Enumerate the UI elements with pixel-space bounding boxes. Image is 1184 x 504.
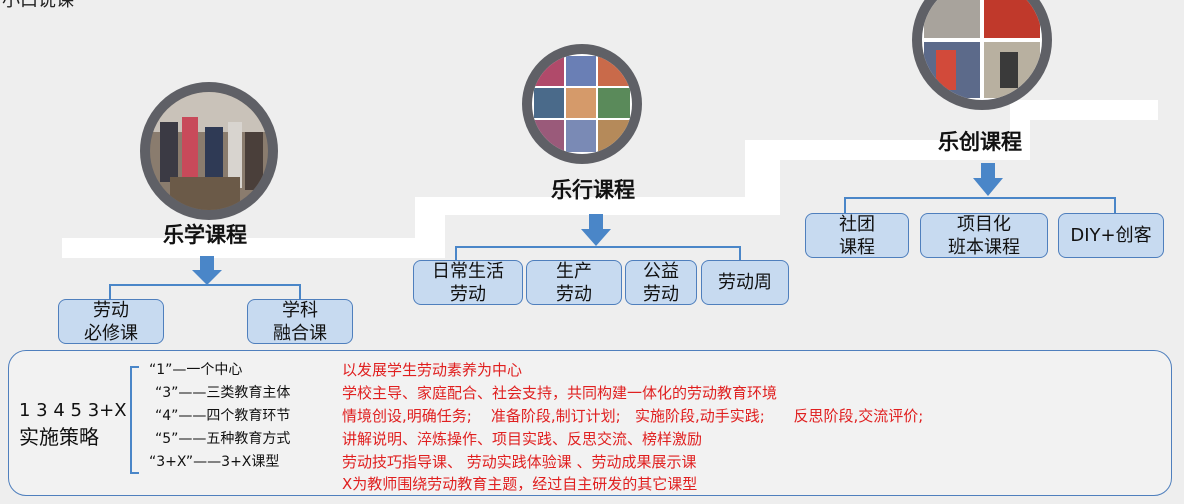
course-box-public-welfare-labor: 公益 劳动 xyxy=(625,260,697,305)
strategy-row-1-key: “1”—一个中心 xyxy=(149,362,243,378)
course-box-project-class: 项目化 班本课程 xyxy=(920,213,1048,258)
course-title-3: 乐创课程 xyxy=(938,130,1022,154)
strategy-panel: 1 3 4 5 3+X 实施策略 “1”—一个中心 以发展学生劳动素养为中心 “… xyxy=(8,350,1172,496)
connector-group-1 xyxy=(109,284,301,300)
connector-group-3 xyxy=(844,197,1116,215)
photo-circle-2 xyxy=(522,44,642,164)
photo-circle-3 xyxy=(912,0,1052,110)
strategy-row-2-key: “3”——三类教育主体 xyxy=(155,385,291,401)
down-arrow-2 xyxy=(581,214,611,246)
strategy-row-5-desc: 劳动技巧指导课、 劳动实践体验课 、劳动成果展示课 xyxy=(342,453,697,471)
photo-circle-1 xyxy=(140,82,278,220)
strategy-row-1-desc: 以发展学生劳动素养为中心 xyxy=(342,361,523,379)
course-box-production-labor: 生产 劳动 xyxy=(526,260,622,305)
strategy-row-3-key: “4”——四个教育环节 xyxy=(155,408,291,424)
strategy-row-4-desc: 讲解说明、淬炼操作、项目实践、反思交流、榜样激励 xyxy=(342,430,703,448)
course-box-diy-maker: DIY+创客 xyxy=(1058,213,1164,258)
strategy-label-numbers: 1 3 4 5 3+X xyxy=(19,400,127,421)
connector-group-2 xyxy=(455,246,741,262)
staircase-shape xyxy=(62,100,1158,258)
strategy-row-4-key: “5”——五种教育方式 xyxy=(155,431,291,447)
course-box-club: 社团 课程 xyxy=(805,213,909,258)
course-box-labor-required: 劳动 必修课 xyxy=(58,299,164,344)
course-title-2: 乐行课程 xyxy=(551,178,635,202)
strategy-row-5-key: “3+X”——3+X课型 xyxy=(149,454,280,470)
strategy-row-2-desc: 学校主导、家庭配合、社会支持，共同构建一体化的劳动教育环境 xyxy=(342,384,778,402)
header-fragment: 小口说课 xyxy=(2,0,74,11)
strategy-row-3-desc: 情境创设,明确任务; 准备阶段,制订计划; 实施阶段,动手实践; 反思阶段,交流… xyxy=(342,407,924,425)
strategy-label-title: 实施策略 xyxy=(19,425,99,449)
course-box-subject-fusion: 学科 融合课 xyxy=(247,299,353,344)
down-arrow-3 xyxy=(973,163,1003,196)
course-box-labor-week: 劳动周 xyxy=(701,260,789,305)
course-box-daily-life-labor: 日常生活 劳动 xyxy=(413,260,523,305)
strategy-brace xyxy=(130,366,139,474)
down-arrow-1 xyxy=(192,256,222,285)
strategy-row-6-desc: X为教师围绕劳动教育主题，经过自主研发的其它课型 xyxy=(342,475,698,493)
course-title-1: 乐学课程 xyxy=(163,223,247,247)
